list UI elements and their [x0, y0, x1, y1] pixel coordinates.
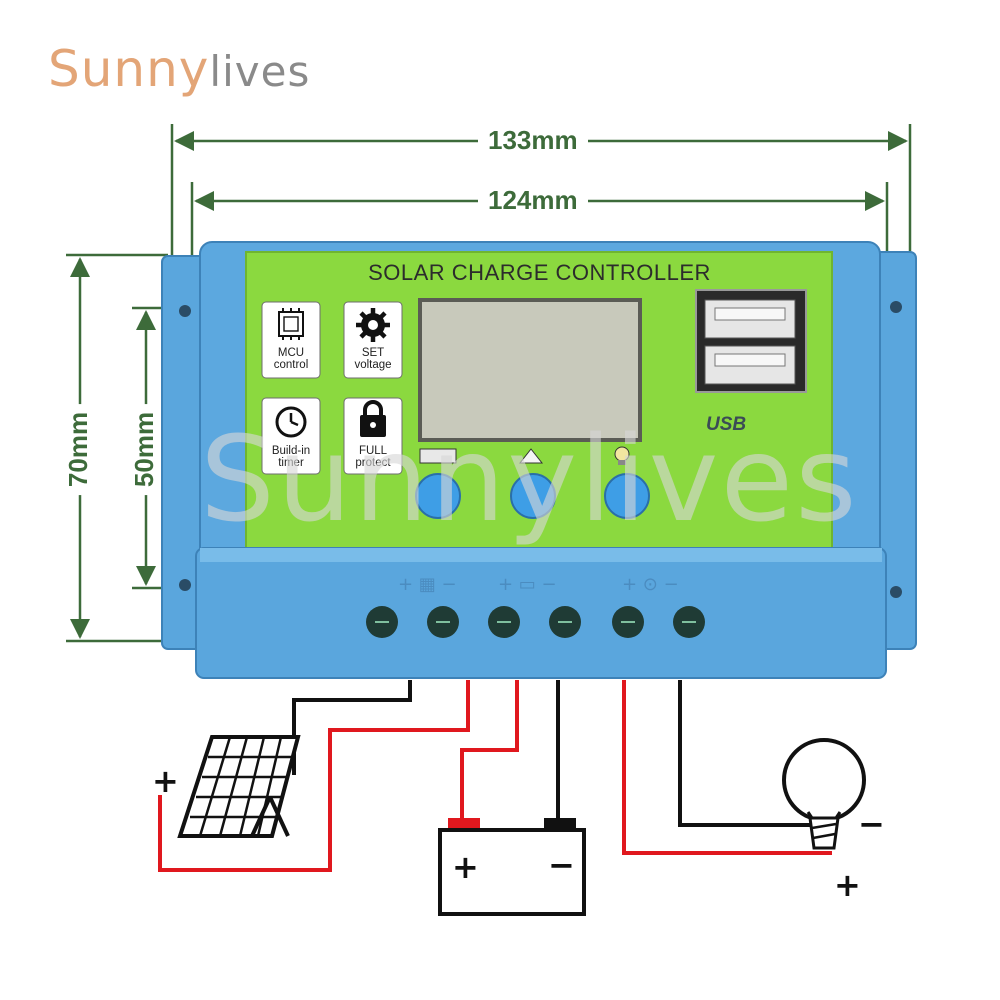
- menu-button[interactable]: [415, 473, 461, 519]
- load-button[interactable]: [604, 473, 650, 519]
- gear-icon: [356, 308, 390, 342]
- lock-icon: [360, 400, 386, 437]
- terminal-screws: [366, 606, 705, 638]
- solar-negative-wire: [292, 680, 412, 775]
- load-negative-wire: [678, 680, 818, 827]
- battery-plus-label: +: [452, 848, 479, 886]
- terminal-block: [195, 547, 887, 679]
- light-bulb-icon: [782, 738, 866, 850]
- svg-text:+ ▭ −: + ▭ −: [498, 574, 557, 595]
- mounting-hole: [179, 305, 191, 317]
- chip-icon: [278, 308, 304, 340]
- solar-positive-wire: [158, 680, 470, 872]
- solar-plus-label: +: [152, 762, 179, 800]
- menu-icon: [419, 448, 457, 464]
- panel-title: SOLAR CHARGE CONTROLLER: [368, 260, 711, 285]
- mounting-hole: [890, 301, 902, 313]
- up-button[interactable]: [510, 473, 556, 519]
- battery-positive-wire: [460, 680, 519, 822]
- svg-text:+ ▦ −: + ▦ −: [398, 574, 457, 595]
- usb-ports: [695, 289, 807, 393]
- lamp-icon: [614, 446, 630, 465]
- battery-minus-label: −: [548, 846, 575, 884]
- load-minus-label: −: [858, 805, 885, 843]
- svg-text:+ ⊙ −: + ⊙ −: [622, 574, 679, 595]
- up-arrow-icon: [518, 448, 544, 464]
- load-positive-wire: [622, 680, 832, 855]
- body-width-label: 124mm: [478, 185, 588, 216]
- mounting-hole: [890, 586, 902, 598]
- body-height-label: 50mm: [129, 403, 161, 496]
- usb-label: USB: [706, 414, 747, 435]
- load-plus-label: +: [834, 866, 861, 904]
- lcd-display: [418, 298, 642, 442]
- feature-badges: [261, 301, 403, 475]
- watermark-logo: Sunnylives: [200, 410, 859, 548]
- mounting-hole: [179, 579, 191, 591]
- overall-width-label: 133mm: [478, 125, 588, 156]
- brand-logo: Sunnylives: [48, 40, 311, 98]
- clock-icon: [275, 406, 307, 438]
- solar-panel-icon: [177, 735, 301, 838]
- battery-icon: [438, 818, 586, 916]
- overall-height-label: 70mm: [63, 403, 95, 496]
